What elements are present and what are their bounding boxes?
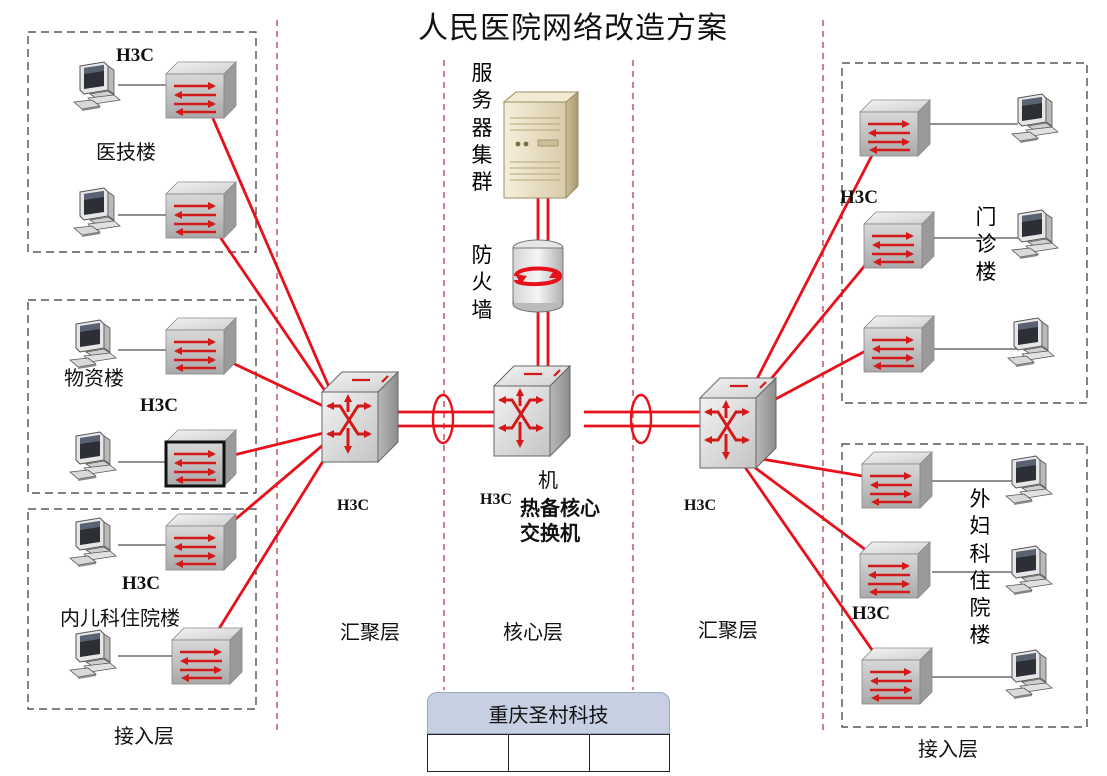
access-switch-yiji-2 xyxy=(164,180,238,240)
link-aggregation-left xyxy=(431,393,455,445)
brand-label: H3C xyxy=(852,603,890,624)
uplinks-right xyxy=(738,127,888,671)
company-cell-3 xyxy=(589,734,670,772)
access-switch-waifu-2 xyxy=(858,540,932,600)
pc-icon xyxy=(69,319,117,370)
label-core-line2: 交换机 xyxy=(520,521,580,545)
agg-switch-left xyxy=(320,370,400,464)
pc-links xyxy=(118,84,1018,678)
label-firewall: 防火墙 xyxy=(471,243,493,322)
access-switch-neier-2 xyxy=(170,626,244,686)
layer-agg-left: 汇聚层 xyxy=(340,620,400,644)
company-box: 重庆圣村科技 xyxy=(427,692,670,772)
label-server-cluster: 服务器集群 xyxy=(471,61,493,195)
label-yiji: 医技楼 xyxy=(96,140,156,164)
brand-label: H3C xyxy=(122,573,160,594)
access-switch-wuzi-1 xyxy=(164,316,238,376)
access-switch-neier-1 xyxy=(164,512,238,572)
building-boxes xyxy=(27,31,1088,728)
pc-icon xyxy=(1011,93,1059,144)
layer-access-left: 接入层 xyxy=(114,724,174,748)
pc-icon xyxy=(1005,455,1053,506)
label-wuzi: 物资楼 xyxy=(64,366,124,390)
label-neier: 内儿科住院楼 xyxy=(60,606,180,630)
brand-label: H3C xyxy=(116,45,154,66)
agg-switch-right xyxy=(698,376,778,470)
pc-icon xyxy=(73,187,121,238)
trunk-left xyxy=(396,410,496,428)
brand-label: H3C xyxy=(684,497,716,514)
pc-icon xyxy=(69,629,117,680)
pc-icon xyxy=(73,61,121,112)
box-neier xyxy=(27,508,257,710)
access-switch-wuzi-2 xyxy=(164,428,238,488)
access-switch-waifu-1 xyxy=(860,450,934,510)
box-wuzi xyxy=(27,299,257,494)
access-switch-menzhen-3 xyxy=(862,314,936,374)
link-aggregation-right xyxy=(629,393,653,445)
label-core-line1: 热备核心 xyxy=(520,496,600,520)
server-icon xyxy=(502,90,580,200)
label-waifu: 外妇科住院楼 xyxy=(969,487,991,648)
access-switch-waifu-3 xyxy=(860,646,934,706)
label-core-char: 机 xyxy=(538,468,558,492)
brand-label: H3C xyxy=(140,395,178,416)
access-switch-yiji-1 xyxy=(164,60,238,120)
page-title: 人民医院网络改造方案 xyxy=(418,11,728,46)
core-switch xyxy=(492,364,572,458)
pc-icon xyxy=(1007,317,1055,368)
access-switch-menzhen-1 xyxy=(858,98,932,158)
box-waifu xyxy=(841,443,1088,728)
pc-icon xyxy=(69,517,117,568)
company-name: 重庆圣村科技 xyxy=(427,692,670,734)
box-menzhen xyxy=(841,62,1088,404)
pc-icon xyxy=(1005,649,1053,700)
company-cell-2 xyxy=(508,734,590,772)
layer-core: 核心层 xyxy=(503,620,563,644)
company-cell-1 xyxy=(427,734,509,772)
brand-label: H3C xyxy=(840,187,878,208)
brand-label: H3C xyxy=(337,497,369,514)
label-menzhen: 门诊楼 xyxy=(975,205,997,284)
firewall-icon xyxy=(512,239,564,313)
pc-icon xyxy=(1011,209,1059,260)
brand-label: H3C xyxy=(480,491,512,508)
layer-access-right: 接入层 xyxy=(918,737,978,761)
box-yiji xyxy=(27,31,257,253)
pc-icon xyxy=(69,431,117,482)
layer-agg-right: 汇聚层 xyxy=(698,618,758,642)
pc-icon xyxy=(1005,545,1053,596)
trunk-right xyxy=(584,410,704,428)
access-switch-menzhen-2 xyxy=(862,210,936,270)
